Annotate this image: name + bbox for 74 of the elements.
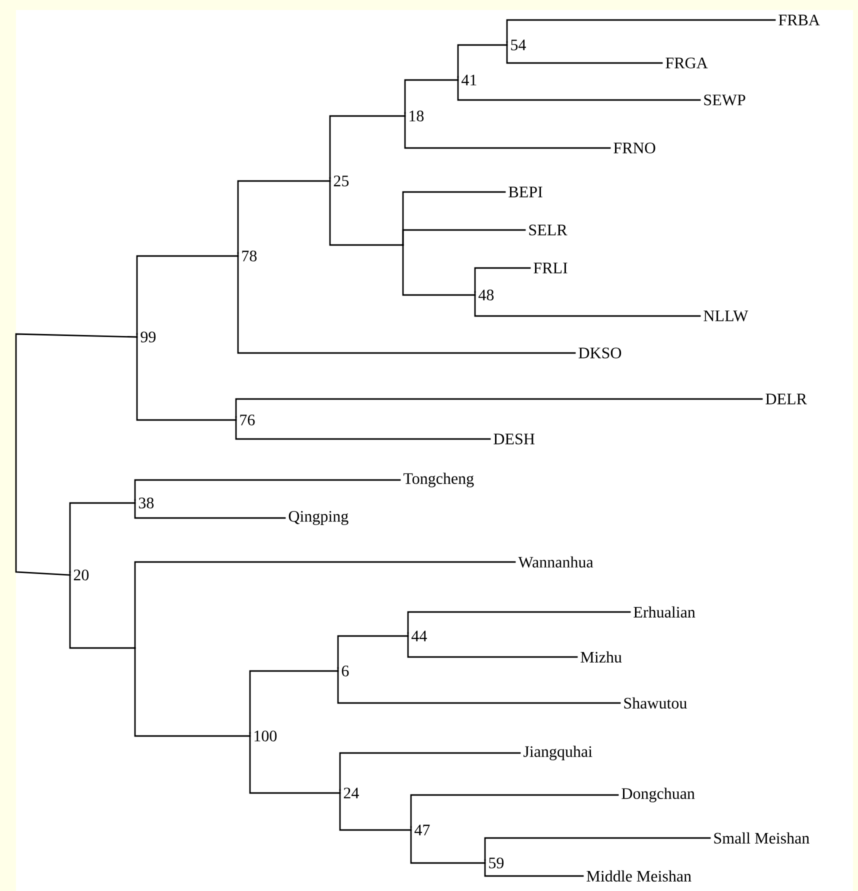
bootstrap-value: 38 (138, 498, 154, 508)
bootstrap-value: 78 (242, 250, 257, 262)
branch-line (134, 561, 516, 649)
branch-line (337, 635, 409, 669)
branch-line (136, 255, 239, 335)
branch-line (339, 789, 412, 831)
taxon-label: Qingping (288, 510, 348, 526)
taxon-label: NLLW (704, 310, 748, 322)
bootstrap-value: 18 (410, 110, 424, 122)
bootstrap-value: 20 (74, 570, 89, 580)
taxon-label: Middle Meishan (586, 870, 692, 882)
taxon-label: FRBA (778, 14, 820, 26)
branch-line (506, 41, 663, 64)
bootstrap-value: 47 (414, 824, 430, 836)
branch-line (136, 333, 237, 421)
taxon-label: SELR (529, 224, 568, 236)
branch-line (404, 79, 459, 114)
branch-line (15, 333, 138, 576)
branch-line (474, 291, 701, 317)
taxon-label: DKSO (578, 348, 622, 358)
branch-line (404, 112, 611, 149)
branch-line (69, 571, 135, 649)
branch-line (457, 76, 701, 101)
taxon-label: Small Meishan (714, 832, 810, 844)
taxon-label: SEWP (704, 94, 746, 106)
bootstrap-value: 54 (511, 40, 526, 50)
bootstrap-value: 99 (140, 332, 156, 342)
branch-line (235, 416, 491, 440)
branch-line (402, 244, 476, 296)
branch-line (402, 229, 526, 246)
taxon-label: Mizhu (580, 651, 622, 663)
branch-line (134, 647, 251, 737)
taxon-label: FRLI (534, 262, 568, 274)
branch-line (329, 177, 403, 246)
branch-line (134, 499, 286, 519)
branch-line (339, 752, 521, 791)
bootstrap-value: 25 (334, 176, 349, 186)
branch-line (474, 267, 531, 293)
taxon-label: Shawutou (624, 697, 687, 709)
bootstrap-value: 6 (342, 666, 349, 676)
bootstrap-value: 41 (462, 74, 476, 86)
taxon-label: DESH (494, 434, 534, 444)
branch-line (237, 252, 576, 354)
bootstrap-value: 24 (344, 788, 359, 798)
branch-line (410, 794, 619, 828)
bootstrap-value: 44 (412, 630, 427, 642)
bootstrap-value: 59 (489, 858, 504, 868)
taxon-label: Wannanhua (518, 556, 594, 568)
branch-line (249, 670, 339, 734)
bootstrap-value: 48 (478, 290, 494, 300)
taxon-label: Erhualian (634, 606, 696, 618)
taxon-label: Dongchuan (622, 788, 695, 802)
branch-line (506, 19, 776, 43)
branch-line (484, 837, 711, 861)
branch-line (407, 632, 578, 658)
taxon-label: FRNO (614, 142, 656, 154)
branch-line (69, 502, 136, 573)
branch-line (329, 115, 406, 179)
branch-line (407, 611, 631, 634)
taxon-label: FRGA (666, 58, 708, 68)
taxon-label: Tongcheng (403, 472, 474, 488)
taxon-label: BEPI (508, 186, 542, 198)
branch-line (484, 859, 584, 877)
branch-line (237, 180, 331, 254)
branch-line (457, 44, 508, 78)
taxon-label: DELR (766, 394, 807, 404)
branch-line (337, 667, 621, 704)
branch-line (134, 479, 401, 501)
taxon-label: Jiangquhai (524, 746, 592, 760)
branch-line (249, 732, 341, 794)
bootstrap-value: 100 (254, 730, 277, 742)
branch-line (410, 826, 486, 864)
bootstrap-value: 76 (240, 414, 255, 426)
branch-line (235, 398, 763, 418)
